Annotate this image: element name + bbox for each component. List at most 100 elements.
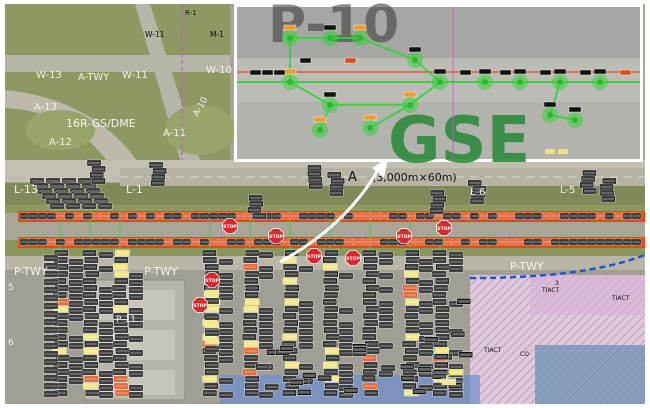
label-l1: L-1 <box>126 183 143 196</box>
node-tag <box>282 354 297 362</box>
node-tag <box>352 346 368 353</box>
node-tag <box>298 300 314 308</box>
node-tag <box>322 298 337 306</box>
node-tag <box>283 291 299 299</box>
node-tag <box>114 277 129 285</box>
node-tag <box>244 347 259 355</box>
node-tag <box>378 286 394 294</box>
node-tag <box>98 251 114 259</box>
node-tag <box>595 212 606 220</box>
node-tag <box>202 389 218 397</box>
node-tag <box>418 258 434 266</box>
node-tag <box>154 212 165 220</box>
node-tag <box>338 335 354 343</box>
node-tag <box>172 238 183 246</box>
node-tag <box>46 238 57 246</box>
node-tag <box>282 326 298 334</box>
node-tag <box>43 254 59 262</box>
node-tag <box>37 212 48 220</box>
node-tag <box>82 291 97 299</box>
node-tag <box>435 305 450 313</box>
node-tag <box>68 265 84 273</box>
node-tag <box>622 238 633 246</box>
node-tag <box>204 382 219 390</box>
node-tag <box>469 238 480 246</box>
node-tag <box>364 340 379 348</box>
node-tag <box>127 238 138 246</box>
node-tag <box>128 293 144 301</box>
node-tag <box>202 249 217 257</box>
node-tag <box>271 212 282 220</box>
node-tag <box>218 391 234 399</box>
node-tag <box>128 286 144 294</box>
node-tag <box>559 238 570 246</box>
node-tag <box>148 161 164 169</box>
inset-node-core <box>517 79 523 85</box>
inset-node-core <box>482 79 488 85</box>
node-tag <box>113 312 128 320</box>
stop-sign-text: STOP <box>437 226 451 232</box>
node-tag <box>404 263 419 271</box>
stop-sign-text: STOP <box>269 234 283 240</box>
node-tag <box>199 212 210 220</box>
node-tag <box>599 189 615 197</box>
node-tag <box>235 238 246 246</box>
node-tag <box>334 238 345 246</box>
node-tag <box>298 328 314 336</box>
node-tag <box>113 382 129 390</box>
node-tag <box>523 238 534 246</box>
node-tag <box>128 307 144 315</box>
node-tag <box>113 298 129 306</box>
node-tag <box>323 368 339 376</box>
inset-tag <box>323 91 337 98</box>
node-tag <box>402 284 418 292</box>
node-tag <box>244 277 259 285</box>
node-tag <box>412 388 427 395</box>
node-tag <box>580 175 596 183</box>
inset-tag <box>283 24 297 31</box>
node-tag <box>68 342 84 350</box>
node-tag <box>307 212 318 220</box>
node-tag <box>298 342 314 350</box>
node-tag <box>82 249 97 257</box>
node-tag <box>325 212 336 220</box>
inset-node-core <box>287 35 293 41</box>
label-tiact1: TIACT <box>541 287 560 294</box>
node-tag <box>136 212 147 220</box>
node-tag <box>43 350 59 358</box>
node-tag <box>404 347 419 355</box>
node-tag <box>98 391 114 399</box>
node-tag <box>317 374 332 382</box>
node-tag <box>83 319 98 327</box>
node-tag <box>541 212 552 220</box>
node-tag <box>82 277 97 285</box>
node-tag <box>302 372 317 379</box>
node-tag <box>245 284 260 292</box>
node-tag <box>172 212 183 220</box>
node-tag <box>91 238 102 246</box>
node-tag <box>243 312 258 320</box>
node-tag <box>190 238 201 246</box>
node-tag <box>505 238 516 246</box>
inset-tag <box>478 68 492 75</box>
node-tag <box>343 238 354 246</box>
label-l13: L-13 <box>14 183 38 196</box>
node-tag <box>448 265 464 273</box>
node-tag <box>323 389 338 397</box>
inset-edge <box>359 37 416 61</box>
inset-tag <box>363 114 377 121</box>
inset-node-core <box>572 117 578 123</box>
node-tag <box>631 212 642 220</box>
node-tag <box>43 278 59 286</box>
node-tag <box>418 279 434 287</box>
node-tag <box>145 212 156 220</box>
node-tag <box>208 238 219 246</box>
node-tag <box>248 194 263 202</box>
node-tag <box>163 212 174 220</box>
node-tag <box>98 342 114 350</box>
inset-node-core <box>412 57 418 63</box>
stop-sign: STOP <box>192 297 208 313</box>
node-tag-layer <box>19 159 642 399</box>
inset-node-graph <box>249 24 632 154</box>
